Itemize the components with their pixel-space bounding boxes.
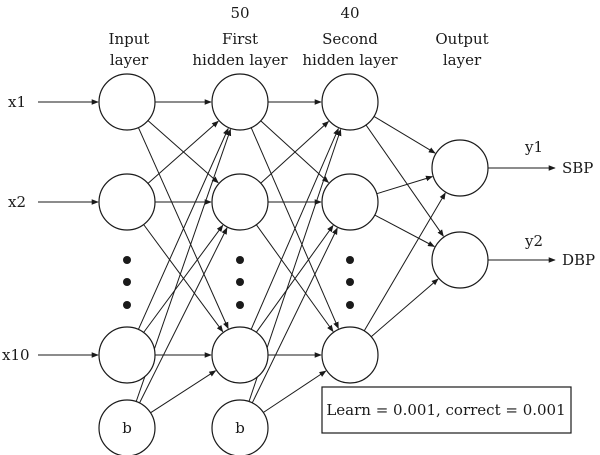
hidden1-bias-label: b	[235, 419, 245, 437]
input-ellipsis-dot-2	[123, 278, 131, 286]
input-hidden1-edge-4-2	[139, 227, 228, 404]
hidden1-hidden2-edge-2-1	[260, 121, 330, 184]
first-hidden-layer-title-line1: First	[222, 30, 258, 48]
hidden1-node-2	[211, 173, 269, 231]
hidden2-node-2	[321, 173, 379, 231]
hidden1-bias-node	[211, 399, 269, 455]
output-node-2	[431, 231, 489, 289]
input-label-x1: x1	[8, 93, 26, 111]
input-node-2	[98, 173, 156, 231]
hidden2-node-1	[321, 73, 379, 131]
input-ellipsis-dot-3	[123, 301, 131, 309]
input-node-10	[98, 326, 156, 384]
hidden1-ellipsis-dot-1	[236, 256, 244, 264]
output-label-dbp: DBP	[562, 251, 595, 269]
input-bias-label: b	[122, 419, 132, 437]
hidden1-hidden2-edge-1-2	[260, 120, 330, 183]
input-hidden1-edge-4-3	[150, 370, 217, 414]
second-hidden-layer-title-line1: Second	[322, 30, 378, 48]
hidden2-output-edge-2-1	[376, 175, 433, 195]
input-hidden1-edge-3-2	[143, 224, 224, 333]
hidden1-hidden2-edge-4-3	[263, 370, 327, 413]
hidden2-output-edge-2-2	[374, 214, 435, 247]
second-hidden-layer-count: 40	[340, 4, 359, 22]
output-layer-title-line2: layer	[443, 51, 482, 69]
hidden2-output-edge-1-2	[365, 124, 444, 237]
hidden2-output-edge-1-1	[373, 115, 436, 154]
input-hidden1-edge-2-1	[147, 120, 219, 184]
output-label-sbp: SBP	[562, 159, 593, 177]
hidden1-hidden2-edge-4-2	[251, 227, 338, 404]
input-bias-node	[98, 399, 156, 455]
hidden2-ellipsis-dot-2	[346, 278, 354, 286]
first-hidden-layer-title-line2: hidden layer	[192, 51, 288, 69]
output-symbol-y2: y2	[524, 232, 543, 250]
output-layer-title-line1: Output	[435, 30, 488, 48]
output-node-1	[431, 139, 489, 197]
hidden2-ellipsis-dot-3	[346, 301, 354, 309]
input-label-x2: x2	[8, 193, 26, 211]
output-symbol-y1: y1	[524, 138, 543, 156]
input-layer-title-line2: layer	[110, 51, 149, 69]
input-layer-title-line1: Input	[109, 30, 150, 48]
hidden1-ellipsis-dot-3	[236, 301, 244, 309]
input-label-x10: x10	[2, 346, 30, 364]
hidden1-node-last	[211, 326, 269, 384]
hidden2-output-edge-3-1	[363, 192, 446, 332]
input-hidden1-edge-3-1	[137, 127, 229, 330]
hidden1-node-1	[211, 73, 269, 131]
hidden2-ellipsis-dot-1	[346, 256, 354, 264]
input-ellipsis-dot-1	[123, 256, 131, 264]
second-hidden-layer-title-line2: hidden layer	[302, 51, 398, 69]
hidden1-hidden2-edge-3-1	[250, 127, 339, 330]
first-hidden-layer-count: 50	[230, 4, 249, 22]
hidden1-hidden2-edge-3-2	[255, 224, 334, 333]
hidden1-ellipsis-dot-2	[236, 278, 244, 286]
hidden2-output-edge-3-2	[370, 278, 439, 338]
params-text: Learn = 0.001, correct = 0.001	[326, 401, 565, 419]
params-box	[321, 386, 572, 434]
input-node-1	[98, 73, 156, 131]
connections	[135, 99, 446, 414]
hidden2-node-last	[321, 326, 379, 384]
